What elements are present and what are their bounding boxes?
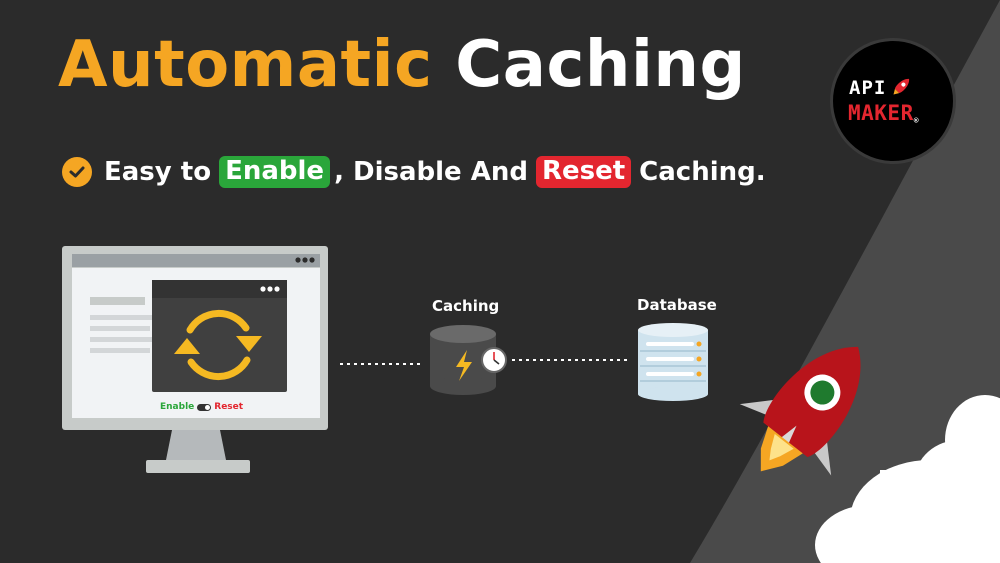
logo-maker-word: MAKER (848, 101, 914, 125)
subtitle-middle: , Disable And (334, 156, 528, 187)
caching-label: Caching (432, 297, 500, 315)
monitor-icon (62, 246, 328, 473)
subtitle-prefix: Easy to (104, 156, 212, 187)
subtitle-suffix: Caching. (639, 156, 766, 187)
logo-text-api: API (849, 77, 887, 99)
page-title: Automatic Caching (58, 30, 746, 100)
smoke-cloud (815, 395, 1000, 563)
title-word-caching: Caching (455, 28, 746, 102)
database-label: Database (637, 296, 717, 314)
reset-badge: Reset (535, 156, 632, 188)
database-icon (638, 323, 708, 401)
lightning-icon (456, 350, 472, 381)
api-maker-logo: API MAKER® (830, 38, 956, 164)
toggle-reset-label: Reset (214, 402, 244, 412)
sync-icon (186, 309, 251, 381)
subtitle: Easy to Enable , Disable And Reset Cachi… (62, 156, 774, 188)
background-swoosh (690, 0, 1000, 563)
toggle-switch-icon (197, 403, 212, 411)
check-icon (62, 156, 92, 187)
logo-text-maker: MAKER® (848, 101, 919, 125)
logo-rocket-icon (893, 78, 910, 95)
cache-cylinder (430, 325, 507, 395)
clock-icon (481, 347, 507, 373)
logo-registered-mark: ® (913, 116, 920, 125)
title-word-automatic: Automatic (58, 28, 433, 102)
rocket-icon (739, 346, 861, 476)
toggle-enable-label: Enable (160, 402, 195, 412)
enable-reset-toggle: Enable Reset (160, 402, 243, 412)
enable-badge: Enable (219, 156, 331, 188)
